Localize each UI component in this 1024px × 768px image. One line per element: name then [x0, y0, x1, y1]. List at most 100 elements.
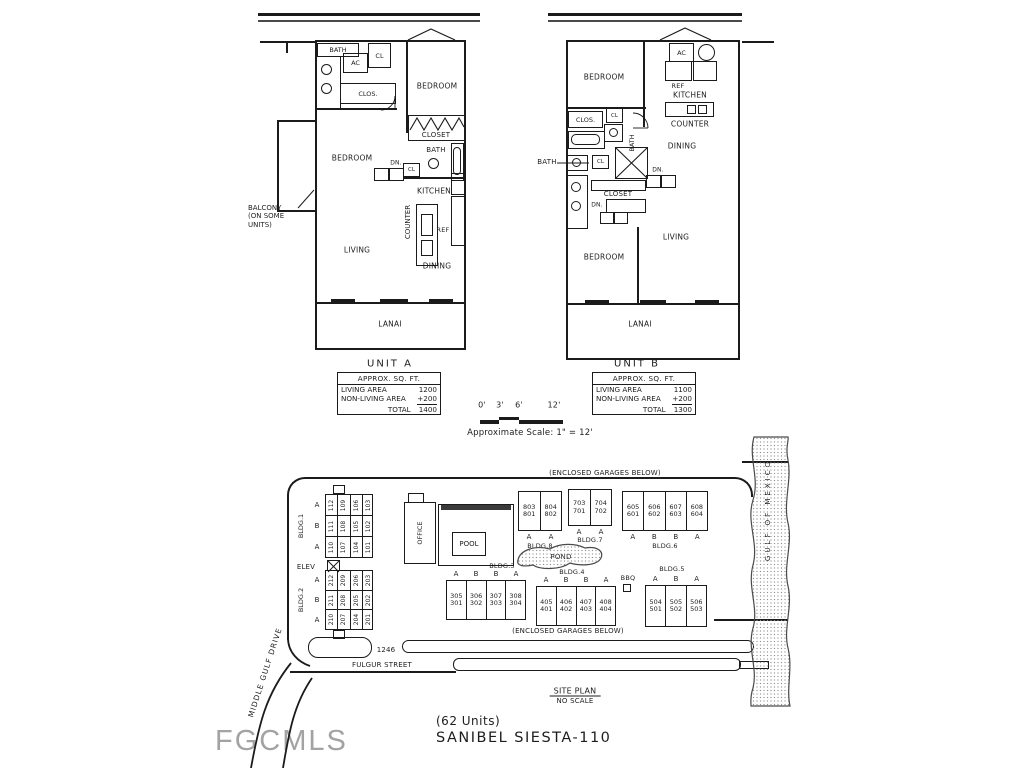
tub-fixture: [453, 147, 461, 175]
unit-type-letter: B: [493, 570, 499, 578]
bbq-label: BBQ: [620, 574, 636, 582]
toilet-fixture: [321, 64, 332, 75]
unit-type-letter: A: [694, 533, 700, 541]
tub-fixture: [571, 134, 600, 145]
stairs-divider: [388, 168, 390, 181]
table-value: 1200: [418, 385, 437, 394]
kitchen-island-detail: [421, 240, 433, 256]
office-entry: [408, 493, 424, 503]
unit-b-outline: [566, 40, 740, 360]
unit-type-letter: B: [473, 570, 479, 578]
balcony-note-line: UNITS): [248, 220, 272, 229]
unit-type-letter: A: [513, 570, 519, 578]
fixture-circle: [571, 201, 581, 211]
parking-lot: [308, 637, 372, 658]
sink-fixture: [321, 83, 332, 94]
top-rule-a2: [258, 20, 480, 22]
scale-caption: Approximate Scale: 1" = 12': [467, 428, 593, 438]
room-label-dn: DN.: [390, 159, 402, 167]
slider-door: [429, 299, 453, 302]
street-edge: [290, 671, 456, 673]
kitchen-island: [416, 204, 438, 266]
table-value: 1400: [418, 404, 437, 414]
room-label-bath: BATH: [426, 146, 446, 154]
unit-type-letter: A: [453, 570, 459, 578]
room-label: AC: [351, 59, 360, 67]
unit-type-letter: A: [314, 500, 320, 509]
room-label-dn: DN.: [652, 166, 664, 174]
unit-a-cl-mid: CL: [403, 163, 420, 177]
unit-type-letter: A: [314, 616, 320, 624]
top-rule-b: [548, 13, 742, 16]
room-label: CL: [408, 167, 415, 173]
unit-type-letter: B: [314, 596, 320, 604]
wall: [404, 177, 466, 179]
unit-type-letter: B: [563, 576, 569, 584]
site-plan-title-text: SITE PLAN: [549, 686, 601, 697]
bldg4-name: BLDG.4: [559, 568, 585, 576]
room-label-kitchen: KITCHEN: [417, 186, 451, 196]
room-label-kitchen: KITCHEN: [673, 90, 707, 100]
scale-tick: 6': [515, 400, 523, 410]
unit-type-letter: A: [543, 576, 549, 584]
fixture-circle: [571, 182, 581, 192]
linen-area: [566, 175, 588, 229]
counter-fixture: [665, 102, 714, 117]
unit-number-cell: 205: [349, 590, 362, 610]
unit-number-cell: 206: [349, 571, 362, 590]
bldg2-name: BLDG.2: [297, 587, 305, 613]
unit-b-sqft-table: APPROX. SQ. FT. LIVING AREA 1100 NON-LIV…: [592, 372, 696, 416]
lanai-wall: [317, 302, 464, 304]
table-label: TOTAL: [387, 404, 411, 414]
unit-type-letter: A: [630, 533, 636, 541]
mls-watermark: FGCMLS: [215, 725, 348, 757]
stove-fixture: [451, 173, 465, 195]
tub-fixture: [451, 143, 464, 181]
balcony-note: BALCONY (ON SOME UNITS): [248, 204, 284, 229]
table-header: APPROX. SQ. FT.: [593, 373, 695, 385]
slider-door: [331, 299, 355, 302]
unit-number-cell: 108: [337, 516, 349, 536]
unit-a-outline: [315, 40, 466, 350]
room-label-dining: DINING: [422, 261, 452, 271]
table-row: NON-LIVING AREA +200: [593, 394, 695, 405]
unit-type-letter: A: [598, 528, 604, 536]
unit-a-bath-room: BATH: [317, 43, 359, 57]
unit-type-letter: A: [652, 575, 658, 583]
top-rule-a: [258, 13, 480, 16]
garages-bottom-label: (ENCLOSED GARAGES BELOW): [512, 627, 624, 635]
bldg7-name: BLDG.7: [577, 536, 603, 544]
wall: [637, 227, 639, 305]
gulf-label: GULF OF MEXICO: [764, 458, 772, 562]
unit-a-balcony: [277, 120, 317, 212]
room-label: CL: [597, 159, 604, 165]
unit-number-cell: 107: [337, 537, 349, 557]
scale-bar-segment: [519, 420, 563, 424]
project-name: SANIBEL SIESTA-110: [436, 730, 612, 746]
counter-detail: [687, 105, 696, 114]
drive-lane: [402, 640, 754, 653]
roof-gable: [407, 28, 456, 41]
stove-fixture: [693, 61, 717, 81]
